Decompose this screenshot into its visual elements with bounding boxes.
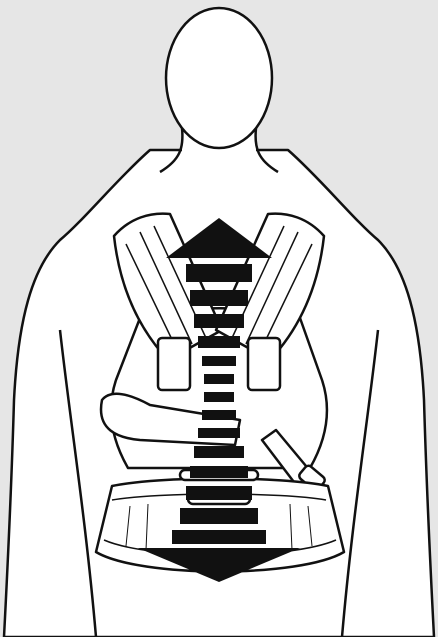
carrier-adjustment-illustration (0, 0, 438, 637)
